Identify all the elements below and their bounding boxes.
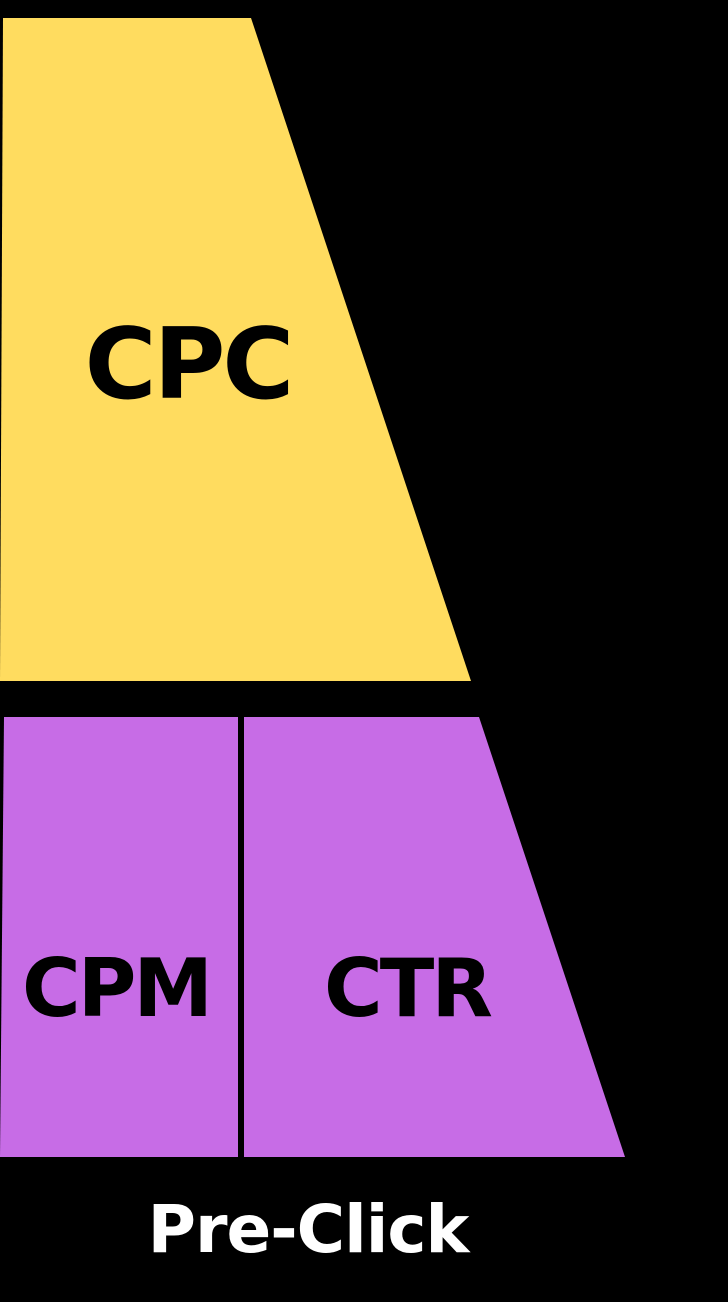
- segment-divider: [238, 717, 244, 1157]
- pre-click-segment: [0, 717, 625, 1157]
- ctr-label: CTR: [324, 942, 491, 1035]
- cpc-segment: [0, 18, 471, 681]
- pre-click-label: Pre-Click: [148, 1191, 472, 1268]
- cpm-label: CPM: [22, 942, 210, 1035]
- cpc-label: CPC: [85, 308, 292, 422]
